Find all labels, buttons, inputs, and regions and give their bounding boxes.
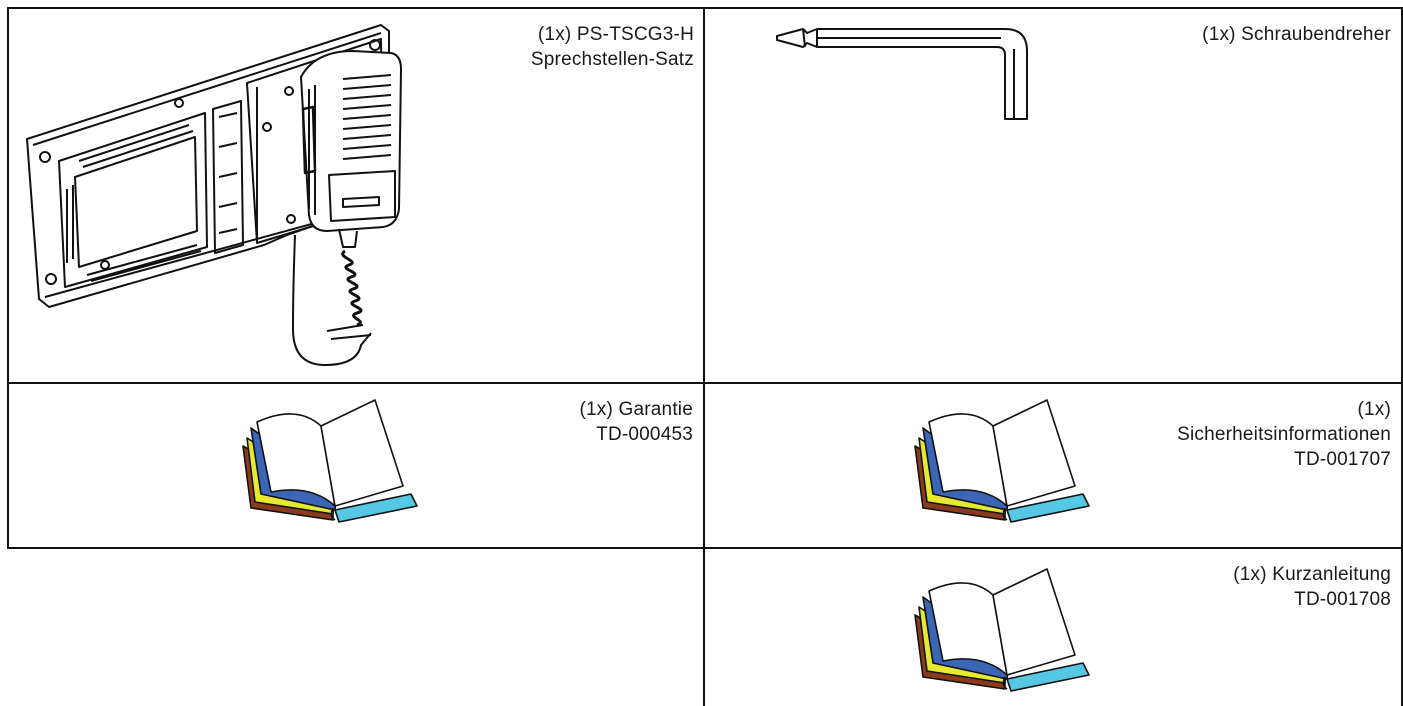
table-border-right <box>1401 7 1403 706</box>
open-book-icon <box>914 399 1090 523</box>
cell-safety-information: (1x) Sicherheitsinformationen TD-001707 <box>705 384 1401 547</box>
item-label-warranty: (1x) Garantie TD-000453 <box>393 397 693 447</box>
item-label-screwdriver: (1x) Schraubendreher <box>991 22 1391 47</box>
item-document-number: TD-001708 <box>1294 589 1391 610</box>
screwdriver-icon <box>776 28 1028 120</box>
item-document-number: TD-001707 <box>1294 449 1391 470</box>
item-name: (1x) Garantie <box>579 399 693 420</box>
item-label-quick-guide: (1x) Kurzanleitung TD-001708 <box>1091 562 1391 612</box>
table-border-left <box>7 7 9 549</box>
open-book-icon <box>914 568 1090 692</box>
item-name: (1x) Kurzanleitung <box>1233 564 1391 585</box>
item-document-number: TD-000453 <box>596 424 693 445</box>
cell-empty <box>9 549 703 706</box>
table-border-top <box>7 7 1403 9</box>
cell-screwdriver: (1x) Schraubendreher <box>705 9 1401 382</box>
item-label-speech-station-set: (1x) PS-TSCG3-H Sprechstellen-Satz <box>294 22 694 72</box>
item-name: Sicherheitsinformationen <box>1177 424 1391 445</box>
item-name: (1x) PS-TSCG3-H <box>537 24 694 45</box>
cell-warranty: (1x) Garantie TD-000453 <box>9 384 703 547</box>
table-divider-row1 <box>7 382 1403 384</box>
table-divider-row2 <box>7 547 1403 549</box>
item-name: (1x) Schraubendreher <box>1202 24 1391 45</box>
cell-quick-guide: (1x) Kurzanleitung TD-001708 <box>705 549 1401 706</box>
item-quantity: (1x) <box>1357 399 1391 420</box>
table-divider-vertical <box>703 7 705 706</box>
item-description: Sprechstellen-Satz <box>530 49 694 70</box>
intercom-station-set-icon <box>26 24 402 366</box>
item-label-safety-information: (1x) Sicherheitsinformationen TD-001707 <box>1071 397 1391 472</box>
cell-speech-station-set: (1x) PS-TSCG3-H Sprechstellen-Satz <box>9 9 703 382</box>
open-book-icon <box>242 399 418 523</box>
